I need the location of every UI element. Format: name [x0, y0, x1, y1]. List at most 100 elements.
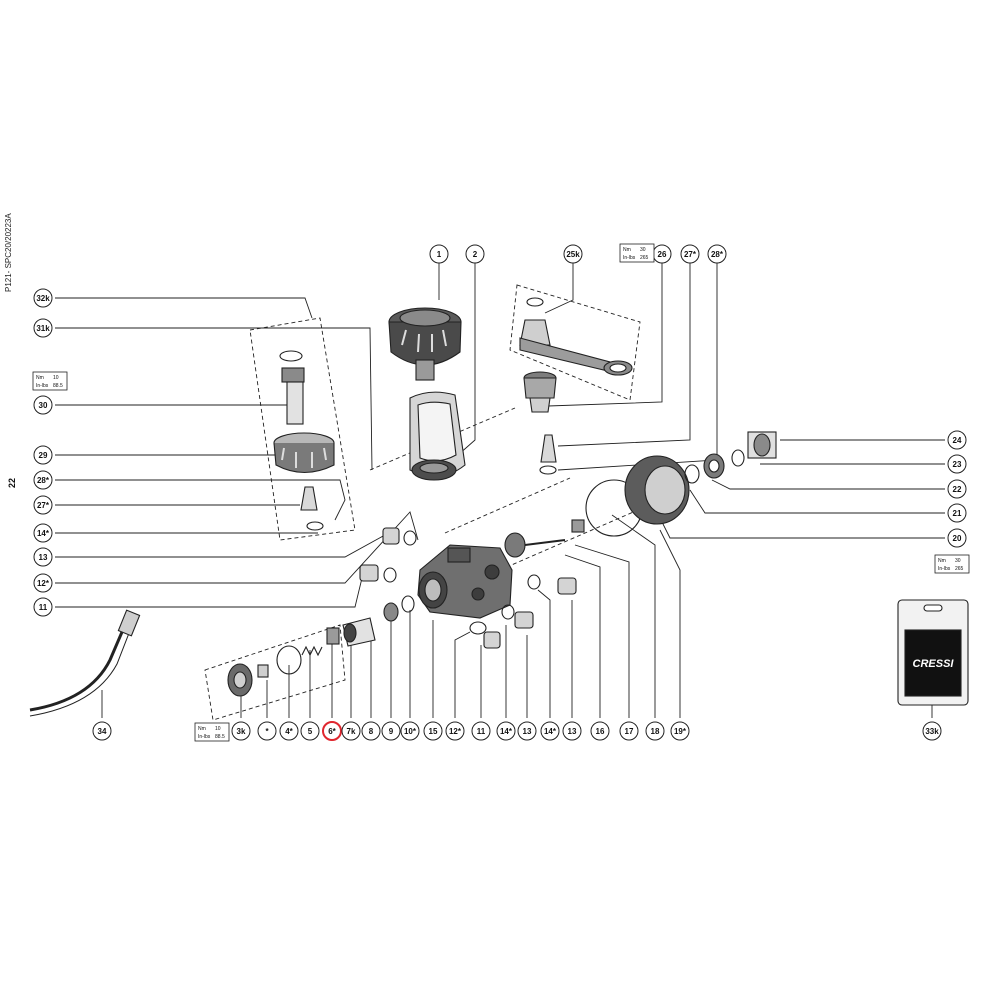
part-label-text: 5 — [308, 727, 313, 736]
hose-part — [29, 609, 141, 717]
part-label-p27t: 27* — [680, 244, 700, 264]
part-label-text: 32k — [36, 294, 50, 303]
part-label-circle — [33, 470, 53, 490]
o-ring-10-part — [401, 595, 415, 613]
part-label-text: 13 — [39, 553, 48, 562]
yoke-part — [409, 391, 466, 481]
part-label-p26: 26 — [652, 244, 672, 264]
part-label-text: 2 — [473, 250, 478, 259]
part-label-p11b: 11 — [471, 721, 491, 741]
part-label-circle — [400, 721, 420, 741]
part-label-p28t: 28* — [707, 244, 727, 264]
part-label-circle — [680, 244, 700, 264]
part-label-text: 27* — [37, 501, 50, 510]
part-label-circle — [92, 721, 112, 741]
part-label-text: 26 — [658, 250, 667, 259]
part-label-circle — [947, 503, 967, 523]
part-label-text: 25k — [566, 250, 580, 259]
part-label-circle — [590, 721, 610, 741]
part-label-circle — [33, 395, 53, 415]
port-plug-13c-part — [557, 577, 577, 595]
torque-box-frame — [194, 722, 230, 742]
torque-value: 265 — [955, 566, 964, 572]
part-label-text: 34 — [98, 727, 107, 736]
part-label-p3k: 3k — [231, 721, 251, 741]
port-plug-13-part — [382, 527, 417, 546]
part-label-pstar: * — [257, 721, 277, 741]
part-label-text: 23 — [953, 460, 962, 469]
part-label-p11l: 11 — [33, 597, 53, 617]
part-label-circle — [947, 454, 967, 474]
part-label-text: 11 — [477, 727, 486, 736]
part-label-text: 12* — [37, 579, 50, 588]
part-label-text: * — [265, 727, 269, 736]
diaphragm-cap-part — [227, 663, 253, 697]
part-label-circle — [563, 244, 583, 264]
torque-unit: Nm — [623, 247, 631, 253]
o-ring-28-part — [539, 465, 557, 475]
part-label-circle — [947, 528, 967, 548]
part-label-text: 33k — [925, 727, 939, 736]
pin-16-part — [504, 532, 566, 558]
part-label-text: 8 — [369, 727, 374, 736]
part-label-p8: 8 — [361, 721, 381, 741]
part-label-p32k: 32k — [33, 288, 53, 308]
part-label-p13b: 13 — [517, 721, 537, 741]
part-label-p23: 23 — [947, 454, 967, 474]
part-label-p5: 5 — [300, 721, 320, 741]
part-label-circle — [300, 721, 320, 741]
part-label-circle — [540, 721, 560, 741]
part-label-p19: 19* — [670, 721, 690, 741]
piston-part — [342, 617, 376, 647]
part-label-text: 12* — [449, 727, 462, 736]
part-label-circle — [562, 721, 582, 741]
part-label-circle — [33, 523, 53, 543]
torque-unit: In-lbs — [938, 566, 951, 572]
part-label-text: 10* — [404, 727, 417, 736]
part-label-p17: 17 — [619, 721, 639, 741]
seat-9-part — [383, 602, 399, 622]
disk-17-part — [571, 519, 585, 533]
part-label-circle — [361, 721, 381, 741]
part-label-text: 19* — [674, 727, 687, 736]
part-label-text: 30 — [39, 401, 48, 410]
part-label-p14c: 14* — [540, 721, 560, 741]
part-label-text: 14* — [500, 727, 513, 736]
part-label-p15: 15 — [423, 721, 443, 741]
o-ring-left-part — [306, 521, 324, 531]
part-label-circle — [465, 244, 485, 264]
part-label-circle — [33, 318, 53, 338]
torque-unit: In-lbs — [198, 734, 211, 740]
torque-unit: In-lbs — [36, 383, 49, 389]
torque-unit: In-lbs — [623, 255, 636, 261]
part-label-text: 16 — [596, 727, 605, 736]
part-label-text: 13 — [568, 727, 577, 736]
torque-unit: Nm — [938, 558, 946, 564]
part-label-p10: 10* — [400, 721, 420, 741]
part-label-text: 21 — [953, 509, 962, 518]
part-label-circle — [257, 721, 277, 741]
part-label-p28l: 28* — [33, 470, 53, 490]
part-label-circle — [33, 445, 53, 465]
torque-unit: Nm — [36, 375, 44, 381]
part-label-circle — [947, 430, 967, 450]
part-label-circle — [496, 721, 516, 741]
part-label-text: 7k — [347, 727, 356, 736]
part-label-p24: 24 — [947, 430, 967, 450]
part-label-text: 15 — [429, 727, 438, 736]
part-label-p4: 4* — [279, 721, 299, 741]
o-ring-4-part — [276, 645, 302, 675]
bushing-24-part — [747, 431, 777, 459]
port-plug-11-part — [359, 564, 397, 583]
end-cap-20-part — [624, 455, 690, 525]
part-label-text: 31k — [36, 324, 50, 333]
part-label-circle — [341, 721, 361, 741]
service-kit-package — [897, 599, 969, 706]
part-label-text: 9 — [389, 727, 394, 736]
